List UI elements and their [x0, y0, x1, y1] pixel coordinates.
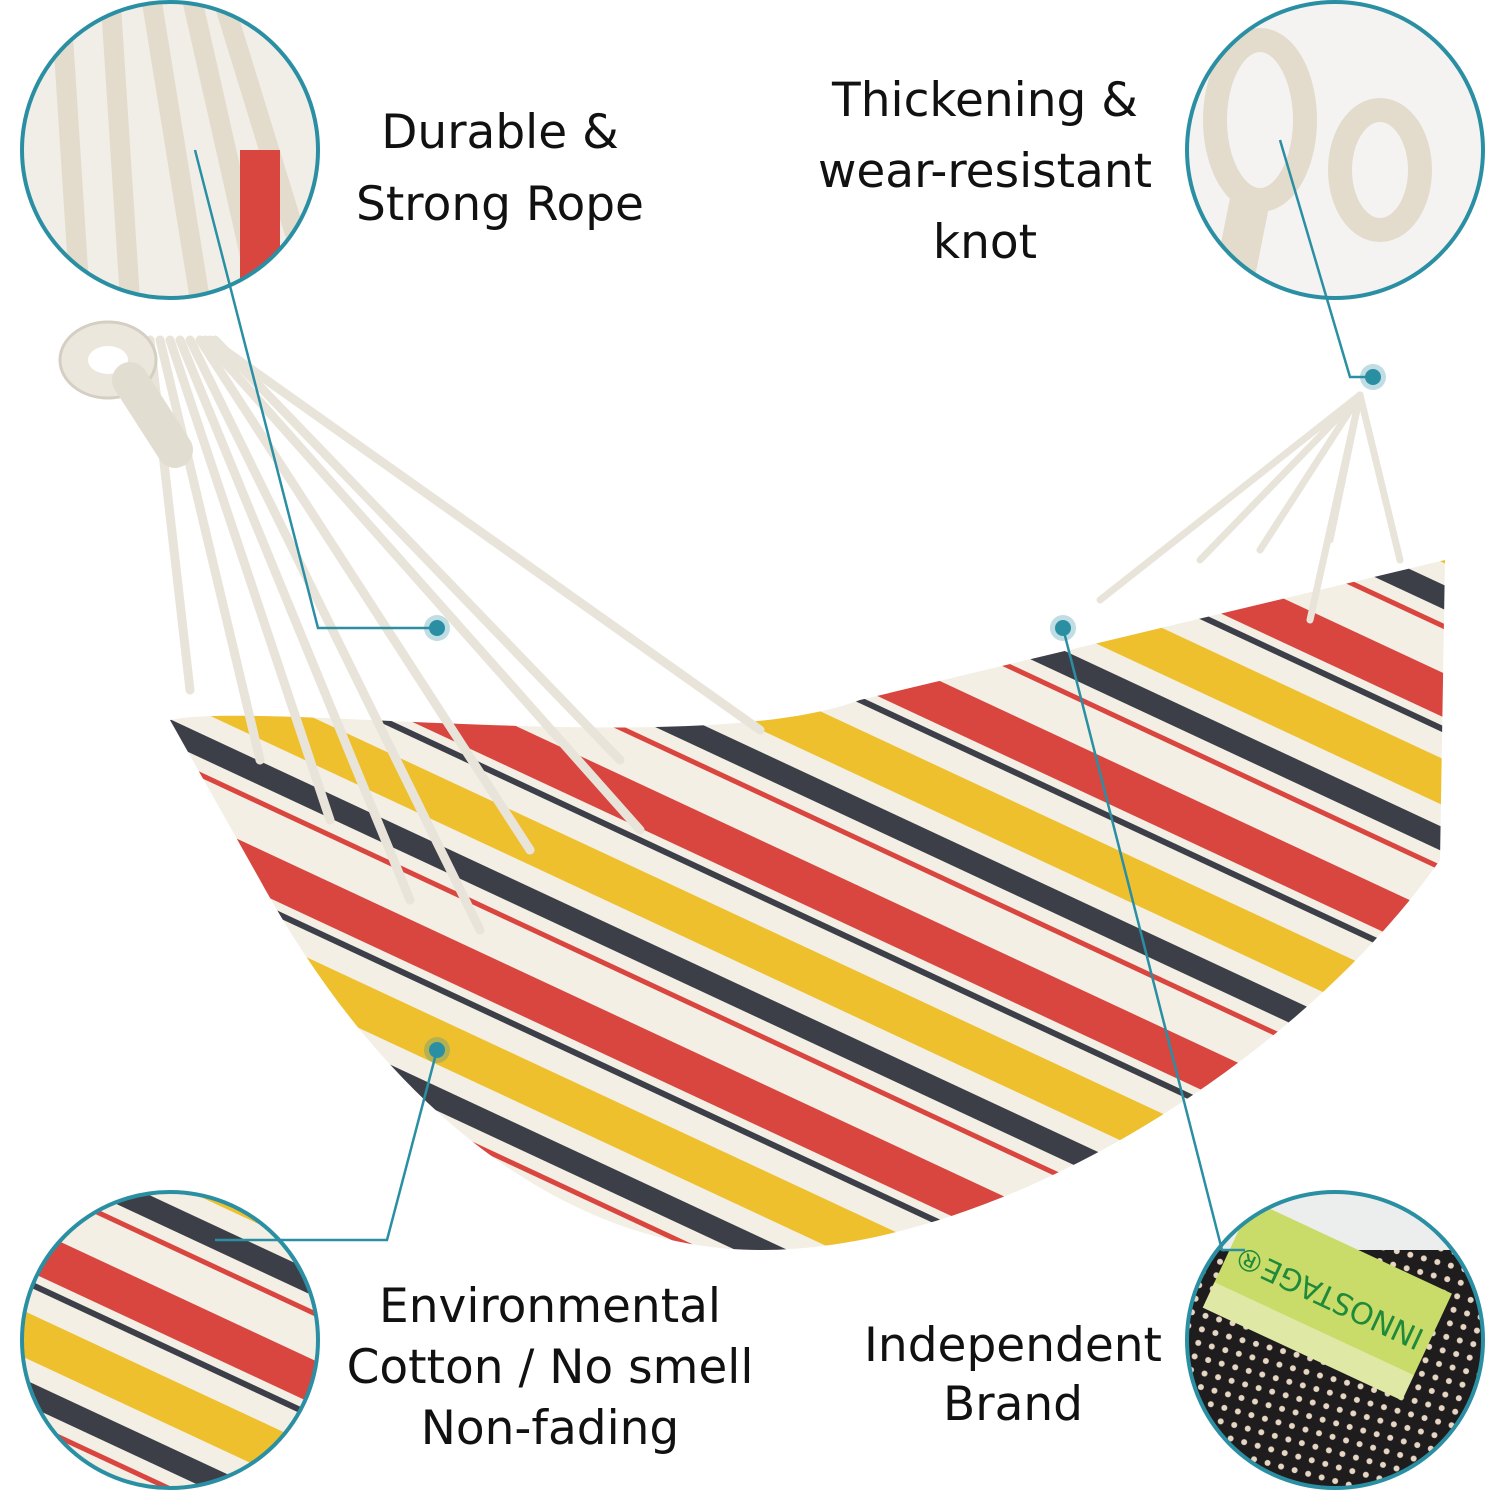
caption-line: Thickening &: [832, 73, 1138, 128]
caption-line: Strong Rope: [356, 177, 644, 232]
hammock-ropes-right: [1096, 391, 1404, 624]
caption-line: knot: [932, 215, 1038, 270]
caption-line: Independent: [864, 1318, 1162, 1373]
callout-dots: [424, 364, 1386, 1063]
knot-detail-circle: [1185, 0, 1485, 300]
hammock-ropes-left: [145, 335, 765, 935]
brand-detail-circle: INNOSTAGE®: [1185, 1190, 1485, 1490]
hammock-bed: [170, 560, 1445, 1250]
caption-line: Non-fading: [420, 1401, 680, 1456]
caption-line: Environmental: [379, 1279, 721, 1334]
feature-brand-caption: Independent Brand: [813, 1316, 1213, 1434]
feature-rope-caption: Durable & Strong Rope: [300, 97, 700, 241]
caption-line: Durable &: [381, 105, 619, 160]
caption-line: Cotton / No smell: [346, 1340, 754, 1395]
feature-cotton-caption: Environmental Cotton / No smell Non-fadi…: [330, 1276, 770, 1459]
feature-knot-caption: Thickening & wear-resistant knot: [785, 65, 1185, 278]
caption-line: wear-resistant: [817, 144, 1153, 199]
caption-line: Brand: [943, 1377, 1083, 1432]
rope-loop-left: [58, 320, 193, 468]
rope-detail-circle: [20, 0, 320, 300]
cotton-detail-circle: [20, 1190, 320, 1490]
